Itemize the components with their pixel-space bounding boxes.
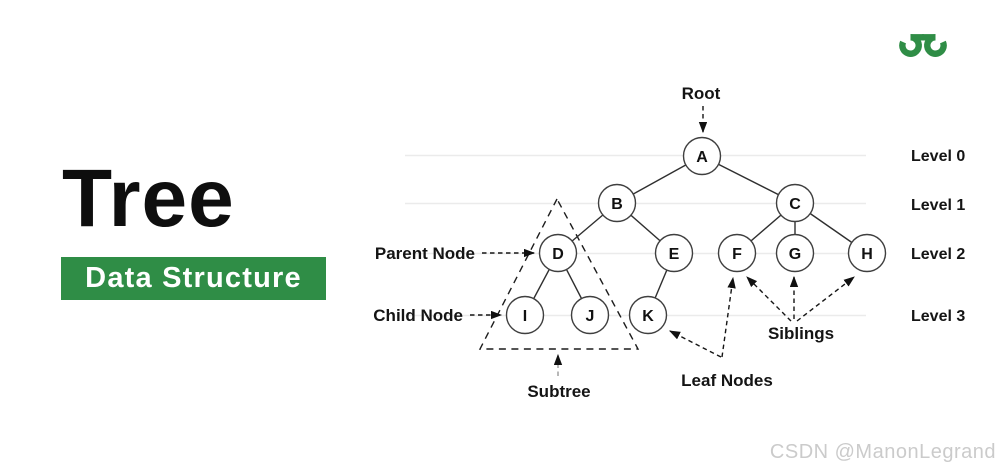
tree-nodes: A B C D E F G H I J K: [505, 136, 887, 335]
level-labels: Level 0 Level 1 Level 2 Level 3: [911, 148, 965, 325]
node-label: D: [552, 246, 564, 263]
tree-node-e: [654, 233, 694, 273]
level-2-label: Level 2: [911, 246, 965, 263]
node-label: K: [642, 308, 654, 325]
arrow-siblings-to-h: [796, 276, 855, 322]
node-label: B: [611, 196, 623, 213]
tree-node-c: [775, 183, 815, 223]
arrow-leaf-to-k: [669, 330, 722, 358]
tree-node-k: [628, 295, 668, 335]
node-label: F: [732, 246, 742, 263]
node-label: J: [586, 308, 595, 325]
subtitle-banner: Data Structure: [61, 257, 326, 300]
node-label: E: [669, 246, 680, 263]
node-label: C: [789, 196, 801, 213]
annotation-arrows: [470, 106, 855, 376]
level-0-label: Level 0: [911, 148, 965, 165]
node-label: A: [696, 149, 708, 166]
tree-node-d: [538, 233, 578, 273]
node-label: I: [523, 308, 527, 325]
watermark: CSDN @ManonLegrand: [769, 441, 996, 463]
level-1-label: Level 1: [911, 197, 965, 214]
tree-node-f: [717, 233, 757, 273]
geeksforgeeks-logo-icon: [899, 34, 947, 57]
parent-node-label: Parent Node: [375, 244, 475, 263]
tree-node-h: [847, 233, 887, 273]
child-node-label: Child Node: [373, 306, 463, 325]
arrow-siblings-to-f: [746, 276, 792, 322]
leaf-nodes-label: Leaf Nodes: [681, 371, 773, 390]
node-label: H: [861, 246, 873, 263]
subtitle-text: Data Structure: [85, 262, 302, 294]
root-label: Root: [682, 84, 721, 103]
subtree-label: Subtree: [527, 382, 590, 401]
siblings-label: Siblings: [768, 324, 834, 343]
node-label: G: [789, 246, 801, 263]
annotation-labels: Root Parent Node Child Node Subtree Leaf…: [373, 84, 834, 401]
tree-node-g: [775, 233, 815, 273]
tree-node-i: [505, 295, 545, 335]
tree-node-a: [682, 136, 722, 176]
level-3-label: Level 3: [911, 308, 965, 325]
arrow-leaf-to-f: [721, 276, 736, 358]
page-title: Tree: [62, 153, 235, 244]
tree-node-b: [597, 183, 637, 223]
tree-node-j: [570, 295, 610, 335]
